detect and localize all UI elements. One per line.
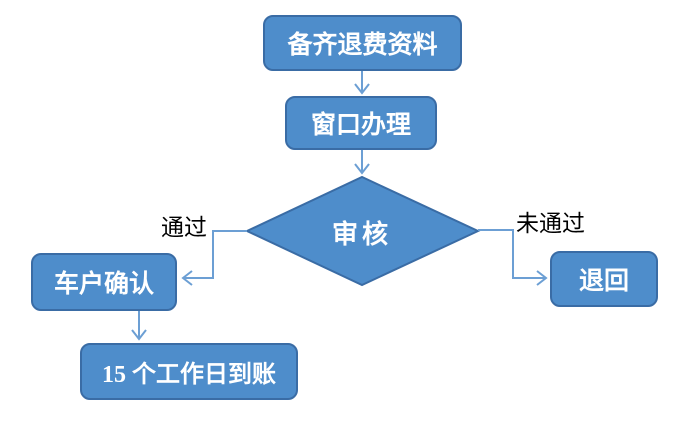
node-confirm-label: 车户确认: [53, 271, 154, 298]
node-prepare-label: 备齐退费资料: [287, 32, 438, 59]
node-arrive-label: 15 个工作日到账: [102, 362, 276, 388]
connector-review-to-reject: [478, 229, 548, 286]
node-window-processing: 窗口办理: [285, 96, 437, 150]
node-arrival-in-15-days: 15 个工作日到账: [80, 343, 298, 400]
connector-review-to-confirm: [181, 230, 247, 286]
edge-label-pass: 通过: [161, 215, 207, 240]
edge-label-fail: 未通过: [516, 211, 585, 236]
node-return: 退回: [550, 251, 658, 307]
node-prepare-refund-materials: 备齐退费资料: [263, 15, 462, 71]
node-reject-label: 退回: [578, 268, 629, 295]
node-review-label: 审核: [331, 220, 392, 249]
node-window-label: 窗口办理: [310, 112, 411, 139]
node-owner-confirmation: 车户确认: [31, 253, 177, 311]
